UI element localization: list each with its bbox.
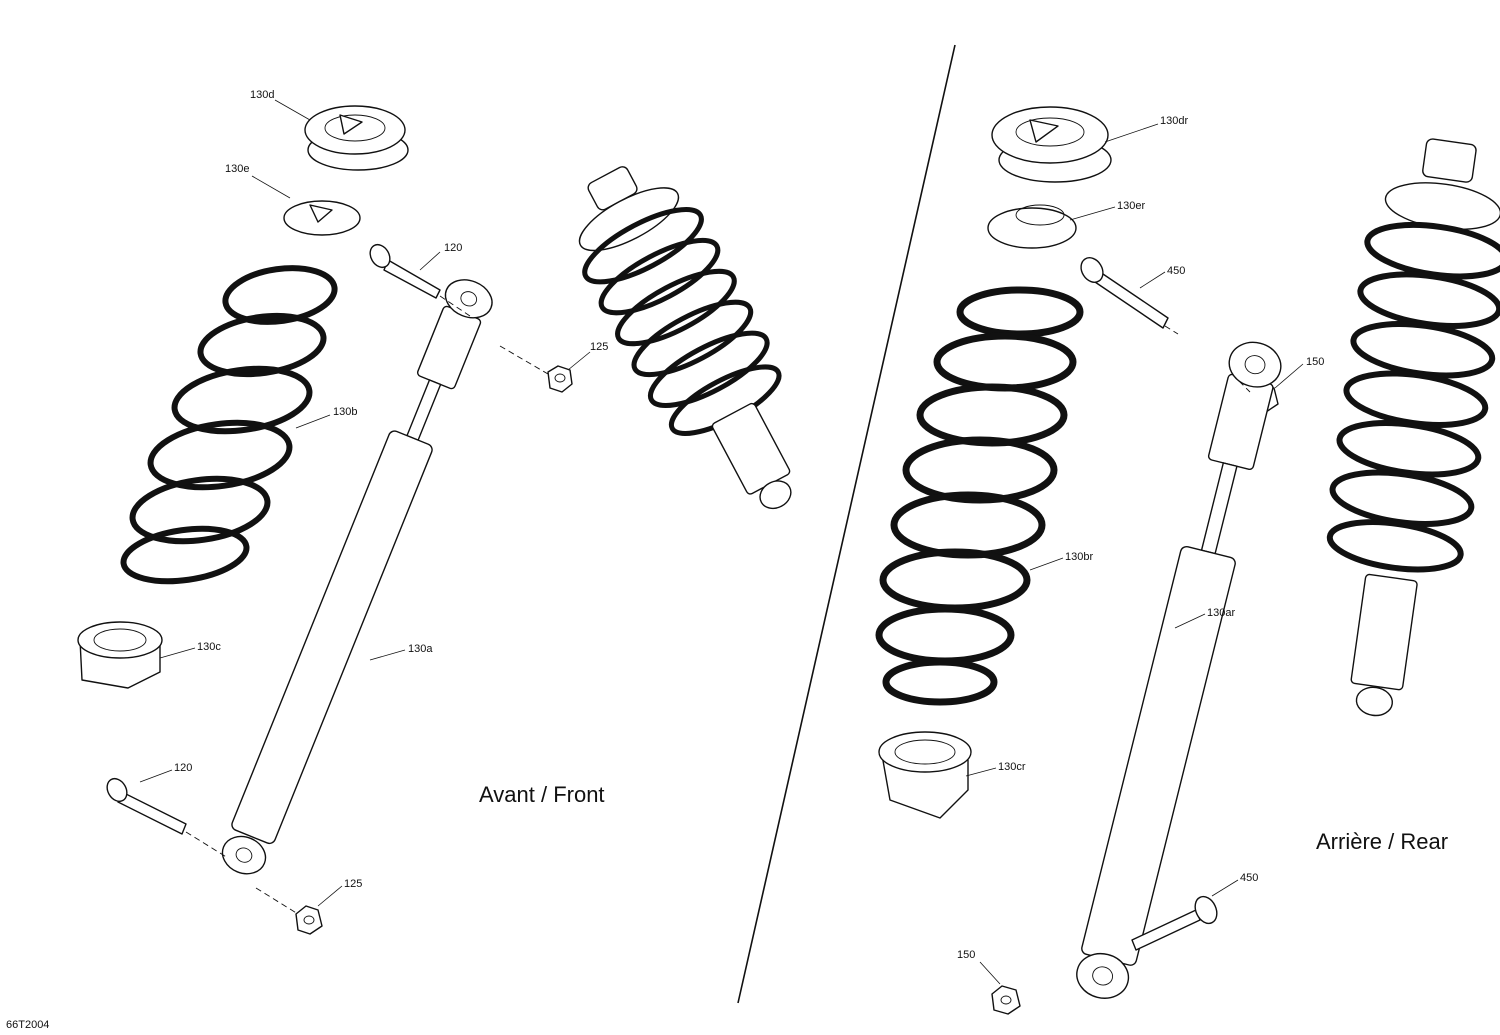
- rear-upper-bolt: [1080, 257, 1169, 329]
- leader-120-front-top: [419, 251, 441, 271]
- label-120-front-top: 120: [444, 242, 462, 254]
- label-130c: 130c: [197, 641, 221, 653]
- label-130ar: 130ar: [1207, 607, 1235, 619]
- label-125-front-bottom: 125: [344, 878, 362, 890]
- leader-130ar: [1174, 613, 1206, 629]
- leader-130dr: [1104, 123, 1159, 143]
- front-shock-absorber: [221, 279, 493, 875]
- front-upper-bolt: [369, 243, 441, 299]
- label-450-rear-bottom: 450: [1240, 872, 1258, 884]
- rear-section-title: Arrière / Rear: [1316, 829, 1448, 854]
- leader-450-rear-top: [1139, 271, 1166, 289]
- leader-150-rear-bottom: [979, 961, 1001, 985]
- front-upper-washer: [283, 200, 361, 236]
- section-divider: [737, 44, 956, 1004]
- leader-130br: [1029, 557, 1064, 571]
- leader-130er: [1069, 206, 1116, 221]
- leader-125-front-bottom: [317, 885, 343, 907]
- figure-reference: 66T2004: [6, 1019, 49, 1031]
- label-130d: 130d: [250, 89, 274, 101]
- front-spring: [120, 265, 338, 585]
- leader-125-front-top: [567, 351, 591, 371]
- front-upper-nut: [547, 365, 573, 393]
- front-lower-bolt: [106, 777, 187, 835]
- label-130br: 130br: [1065, 551, 1093, 563]
- leader-130d: [274, 99, 311, 121]
- leader-130c: [159, 647, 196, 659]
- rear-spring-retainer: [878, 731, 972, 819]
- rear-upper-bolt-axis: [1164, 325, 1179, 335]
- front-lower-nut: [295, 905, 323, 935]
- leader-130b: [295, 414, 331, 429]
- front-section-title: Avant / Front: [479, 782, 605, 807]
- label-120-front-bottom: 120: [174, 762, 192, 774]
- label-150-rear-bottom: 150: [957, 949, 975, 961]
- rear-coilover-assembled: [1326, 138, 1500, 717]
- label-130dr: 130dr: [1160, 115, 1188, 127]
- front-lower-bolt-axis: [185, 831, 229, 859]
- label-450-rear-top: 450: [1167, 265, 1185, 277]
- rear-lower-bolt: [1131, 895, 1218, 951]
- front-spring-retainer: [77, 621, 163, 689]
- label-130er: 130er: [1117, 200, 1145, 212]
- label-130a: 130a: [408, 643, 433, 655]
- label-130b: 130b: [333, 406, 357, 418]
- front-coilover-assembled: [578, 166, 792, 510]
- rear-upper-cushion: [991, 106, 1112, 183]
- front-upper-bolt-axis: [439, 295, 471, 317]
- label-150-rear-top: 150: [1306, 356, 1324, 368]
- label-130cr: 130cr: [998, 761, 1026, 773]
- rear-spring: [875, 286, 1084, 706]
- label-125-front-top: 125: [590, 341, 608, 353]
- leader-120-front-bottom: [139, 769, 173, 783]
- leader-150-rear-top: [1274, 363, 1304, 389]
- leader-130cr: [965, 767, 997, 777]
- front-upper-cushion: [304, 105, 409, 171]
- rear-upper-washer: [987, 204, 1077, 249]
- rear-shock-absorber: [1076, 341, 1282, 999]
- rear-lower-nut: [991, 985, 1021, 1015]
- leader-450-rear-bottom: [1211, 879, 1239, 897]
- rear-upper-nut-axis: [1231, 373, 1251, 393]
- leader-130a: [369, 649, 406, 661]
- front-upper-nut-axis: [499, 345, 549, 375]
- front-lower-nut-axis: [255, 887, 299, 915]
- label-130e: 130e: [225, 163, 249, 175]
- leader-130e: [251, 175, 291, 199]
